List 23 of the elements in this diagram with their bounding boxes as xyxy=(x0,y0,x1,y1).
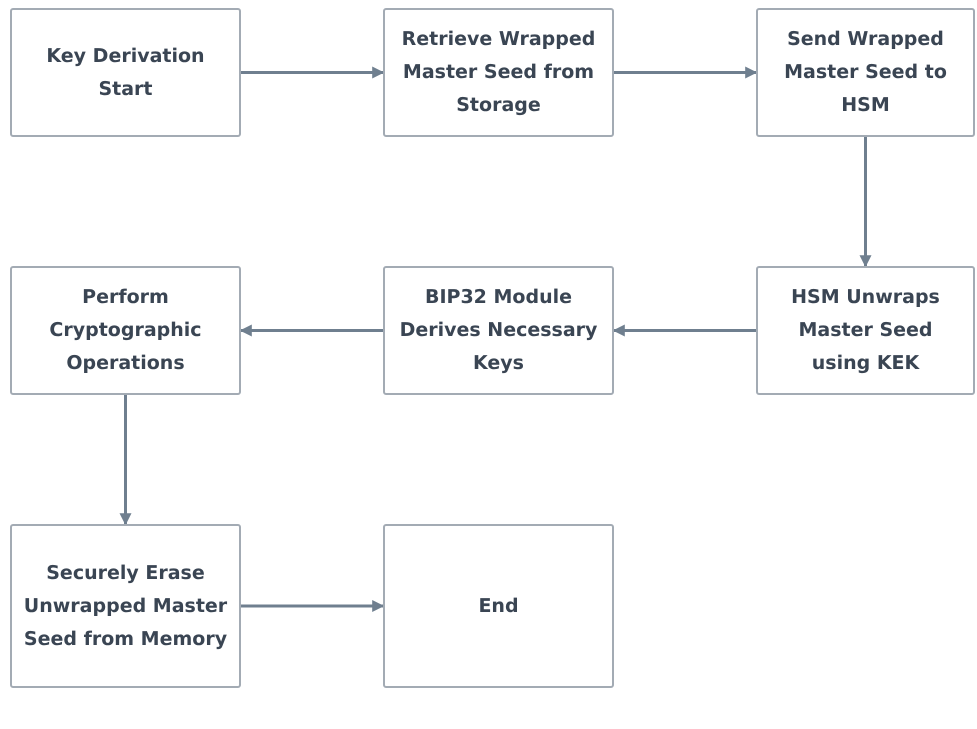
box-text: Send Wrapped Master Seed to HSM xyxy=(783,27,948,118)
process-box xyxy=(383,8,614,137)
box-text: End xyxy=(478,594,519,618)
arrow xyxy=(614,66,758,78)
process-box xyxy=(756,266,975,395)
arrow xyxy=(241,66,384,78)
box-text: Securely Erase Unwrapped Master Seed from Memory xyxy=(22,560,228,652)
arrow xyxy=(612,324,756,336)
process-box xyxy=(10,8,241,137)
box-text: Key Derivation Start xyxy=(45,44,206,102)
arrow xyxy=(860,137,872,268)
process-box xyxy=(383,266,614,395)
box-text: Perform Cryptographic Operations xyxy=(48,285,203,376)
process-box xyxy=(10,266,241,395)
process-box xyxy=(10,524,241,688)
arrow xyxy=(120,395,132,526)
arrow xyxy=(241,600,384,612)
box-text: HSM Unwraps Master Seed using KEK xyxy=(790,285,941,376)
box-text: Retrieve Wrapped Master Seed from Storage xyxy=(400,27,596,118)
arrow xyxy=(240,324,383,336)
box-text: BIP32 Module Derives Necessary Keys xyxy=(398,285,598,376)
process-box xyxy=(383,524,614,688)
process-box xyxy=(756,8,975,137)
